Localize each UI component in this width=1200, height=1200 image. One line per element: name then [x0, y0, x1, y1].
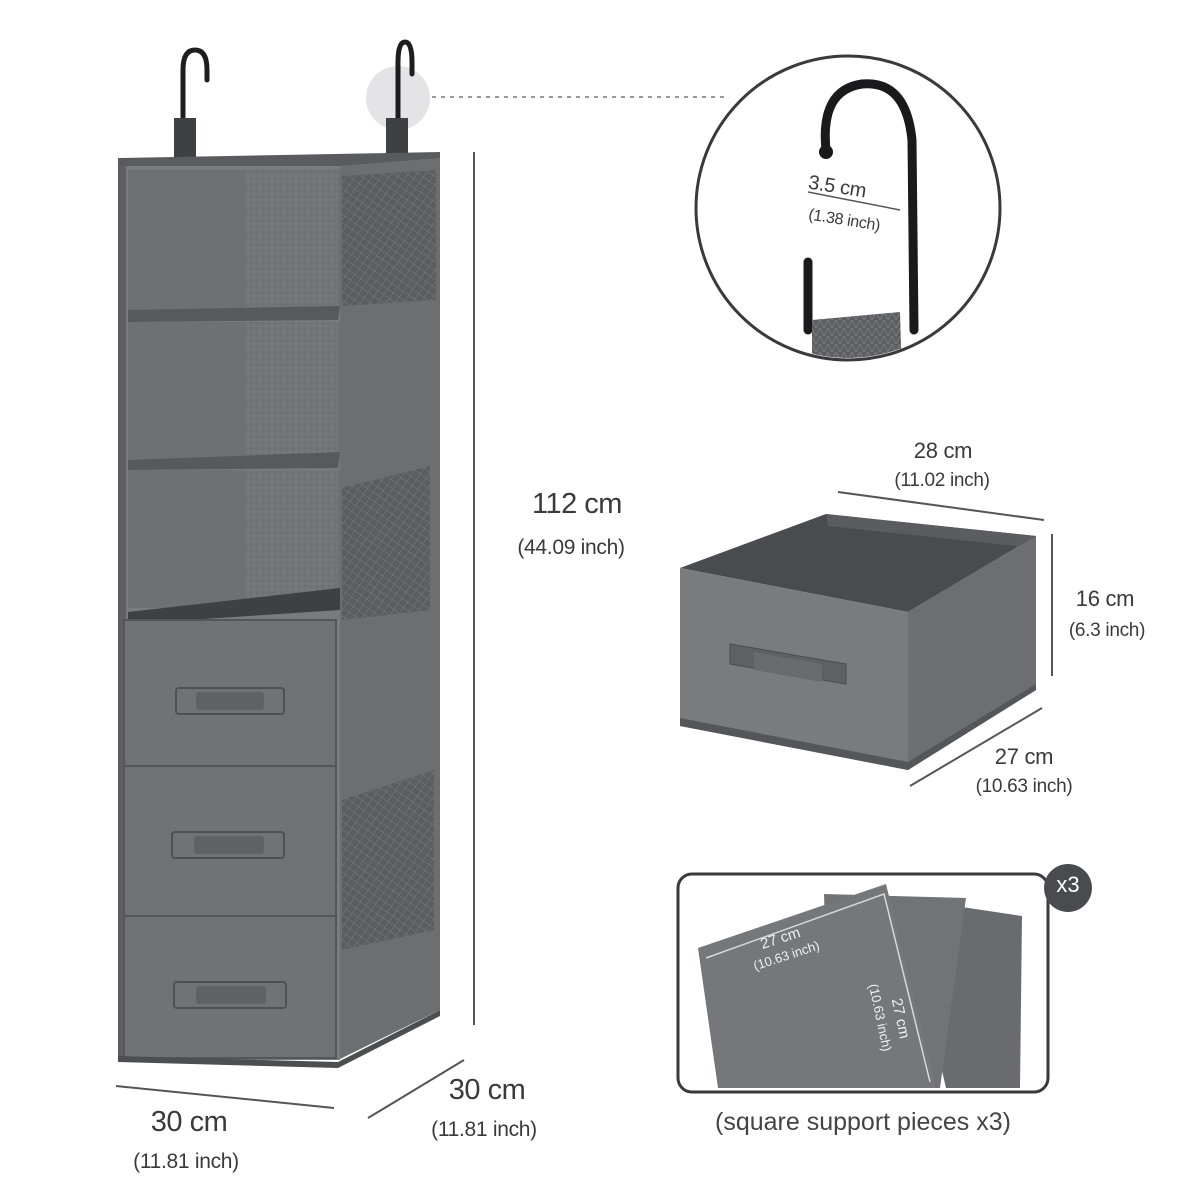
- organizer-height-inch-label: (44.09 inch): [517, 536, 625, 559]
- side-mesh-pocket: [342, 770, 434, 950]
- drawer-depth-cm-label: 27 cm: [994, 744, 1054, 769]
- organizer-depth-cm-label: 30 cm: [448, 1074, 526, 1106]
- hanging-organizer: [115, 39, 728, 1119]
- drawer-depth-inch-label: (10.63 inch): [975, 776, 1073, 797]
- organizer-width-inch-label: (11.81 inch): [133, 1150, 239, 1173]
- hook-detail-magnifier: [694, 54, 1002, 362]
- drawer-illustration: [680, 491, 1053, 787]
- quantity-badge-circle: [1044, 864, 1092, 912]
- open-shelf-1: [128, 170, 340, 310]
- drawer-handle: [729, 643, 847, 685]
- organizer-drawer-2: [123, 765, 337, 935]
- organizer-width-cm-label: 30 cm: [150, 1106, 228, 1138]
- drawer-width-inch-label: (11.02 inch): [894, 470, 990, 491]
- drawer-depth-dimension-line: [909, 707, 1043, 787]
- shelf-board: [128, 306, 340, 322]
- drawer-width-cm-label: 28 cm: [913, 438, 973, 463]
- organizer-depth-inch-label: (11.81 inch): [431, 1118, 537, 1141]
- organizer-height-cm-label: 112 cm: [532, 488, 622, 520]
- organizer-drawer-3: [123, 915, 337, 1059]
- hook-right-highlighted: [366, 39, 430, 160]
- quantity-badge-label: x3: [1056, 872, 1080, 897]
- depth-dimension-line: [367, 1059, 465, 1119]
- drawer-height-inch-label: (6.3 inch): [1068, 620, 1146, 641]
- hook-left: [174, 47, 210, 160]
- side-mesh-pocket: [342, 170, 436, 306]
- support-piece: [698, 884, 936, 1088]
- organizer-drawer-1: [123, 619, 337, 773]
- shelf-board: [128, 452, 340, 470]
- support-pieces-panel: [676, 864, 1092, 1094]
- width-dimension-line: [115, 1085, 335, 1109]
- hook-width-dimension-line: [807, 191, 901, 211]
- shelf-board: [128, 588, 340, 624]
- open-shelf-2: [128, 322, 340, 460]
- support-pieces-caption: (square support pieces x3): [715, 1108, 1011, 1136]
- open-shelf-3: [128, 470, 340, 608]
- side-mesh-pocket: [342, 466, 430, 620]
- drawer-width-dimension-line: [837, 491, 1045, 521]
- drawer-height-cm-label: 16 cm: [1075, 586, 1135, 611]
